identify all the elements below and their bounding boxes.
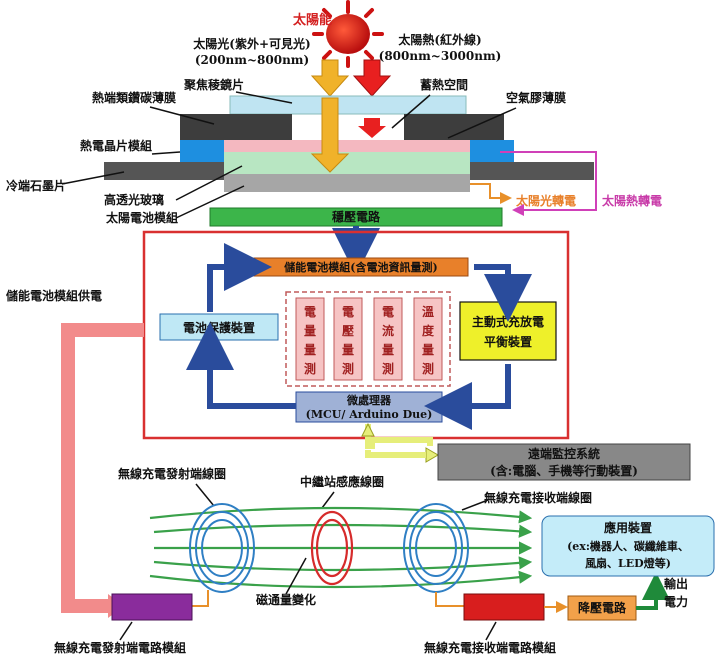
- remote-monitor-label-1: 遠端監控系統: [528, 446, 600, 461]
- measurement-label: 電量量測: [304, 305, 316, 376]
- rx-module-box: [463, 593, 545, 621]
- relay-coil-label: 中繼站感應線圈: [300, 474, 384, 489]
- cold-graphite-left: [104, 162, 224, 180]
- light-pass-arrow: [310, 97, 350, 173]
- thermo-module-leader: [151, 151, 181, 155]
- thermo-module-label: 熱電晶片模組: [80, 138, 152, 153]
- buck-label: 降壓電路: [578, 600, 627, 615]
- solar-thermal-power-label: 太陽熱轉電: [602, 193, 662, 208]
- mcu-to-remote-arrow: [365, 424, 433, 449]
- aerogel-leader: [447, 107, 517, 139]
- pv-module-layer: [224, 174, 470, 192]
- rx-module-leader: [485, 621, 497, 641]
- sunlight-arrow: [310, 59, 350, 97]
- heat-space-leader: [391, 94, 431, 129]
- pv-module-label: 太陽電池模組: [106, 210, 178, 225]
- tx-module-box: [111, 593, 193, 621]
- flux-change-label: 磁通量變化: [255, 592, 316, 607]
- regulator-label: 穩壓電路: [332, 209, 381, 224]
- sunlight-range-label: (200nm~800nm): [195, 53, 309, 67]
- heat-film-leader: [149, 106, 215, 125]
- cold-graphite-leader: [61, 171, 125, 185]
- measurement-columns: [295, 297, 443, 381]
- heat-film-label: 熱端類鑽碳薄膜: [92, 90, 176, 105]
- thermo-module-right: [470, 140, 514, 162]
- aerogel-layer: [224, 140, 470, 152]
- sun-icon: [312, 0, 384, 68]
- mcu-label-2: (MCU/ Arduino Due): [306, 408, 433, 421]
- application-line-1: (ex:機器人、碳纖維車、: [567, 539, 689, 553]
- heat-space-label: 蓄熱空間: [420, 77, 468, 92]
- mcu-label-1: 微處理器: [346, 393, 392, 407]
- rx-coil-leader: [461, 499, 489, 511]
- aerogel-label: 空氣膠薄膜: [506, 90, 566, 105]
- sunlight-label: 太陽光(紫外+可見光): [193, 36, 310, 51]
- glass-label: 高透光玻璃: [104, 192, 164, 207]
- solar-pv-power-label: 太陽光轉電: [516, 193, 576, 208]
- sunheat-arrow: [352, 59, 392, 97]
- active-balance-box: [459, 301, 557, 361]
- mcu-box: [295, 391, 443, 423]
- measurement-labels: 電量量測 電壓量測 電流量測 溫度量測: [304, 305, 435, 376]
- sun-label: 太陽能: [292, 12, 332, 28]
- glass-leader: [175, 165, 243, 201]
- prism-lens-label: 聚焦稜鏡片: [183, 77, 244, 92]
- heat-film-left: [180, 114, 292, 140]
- prism-lens-leader: [235, 91, 293, 104]
- relay-coil-leader: [321, 491, 335, 509]
- application-title: 應用裝置: [604, 520, 652, 535]
- battery-protection-label: 電池保護裝置: [183, 320, 255, 335]
- flux-change-leader: [285, 557, 307, 595]
- sunheat-range-label: (800nm~3000nm): [379, 49, 502, 63]
- rx-coil-label: 無線充電接收端線圈: [484, 490, 592, 505]
- measurement-group: [285, 291, 451, 387]
- relay-coil-icon: [310, 510, 354, 586]
- cold-graphite-right: [470, 162, 594, 180]
- sunheat-label: 太陽熱(紅外線): [398, 32, 481, 47]
- bms-loop-arrows: [186, 243, 532, 430]
- active-balance-label-1: 主動式充放電: [472, 314, 544, 329]
- tx-module-label: 無線充電發射端電路模組: [54, 640, 186, 655]
- prism-lens-layer: [229, 95, 467, 115]
- tx-module-leader: [119, 621, 133, 641]
- tx-coil-label: 無線充電發射端線圈: [118, 466, 226, 481]
- rx-module-label: 無線充電接收端電路模組: [424, 640, 556, 655]
- glass-layer: [224, 152, 470, 174]
- output-power-arrow: [636, 572, 670, 610]
- remote-monitor-label-2: (含:電腦、手機等行動裝置): [490, 463, 638, 478]
- application-box: [541, 515, 715, 577]
- application-line-2: 風扇、LED燈等): [585, 556, 671, 570]
- active-balance-label-2: 平衡裝置: [484, 334, 532, 349]
- measurement-label: 溫度量測: [422, 305, 435, 376]
- pv-module-leader: [175, 185, 245, 219]
- rx-coil-icon: [403, 503, 469, 593]
- tx-coil-leader: [195, 483, 215, 507]
- storage-supply-label: 儲能電池模組供電: [6, 288, 102, 303]
- measurement-label: 電壓量測: [342, 305, 354, 376]
- rx-connector: [435, 592, 464, 607]
- pv-output-arrow: [470, 183, 512, 204]
- buck-box: [567, 595, 637, 621]
- heat-storage-arrow: [358, 118, 386, 138]
- tx-connector: [192, 590, 209, 607]
- thermo-module-left: [180, 140, 224, 162]
- output-label-1: 輸出: [664, 576, 688, 591]
- output-label-2: 電力: [664, 594, 688, 609]
- thermal-output-arrow: [500, 151, 597, 216]
- battery-module-label: 儲能電池模組(含電池資訊量測): [283, 260, 437, 274]
- storage-supply-arrow: [61, 323, 144, 613]
- measurement-label: 電流量測: [382, 305, 394, 376]
- cold-graphite-label: 冷端石墨片: [6, 178, 66, 193]
- tx-coil-icon: [189, 503, 255, 593]
- remote-monitor-box: [437, 443, 691, 481]
